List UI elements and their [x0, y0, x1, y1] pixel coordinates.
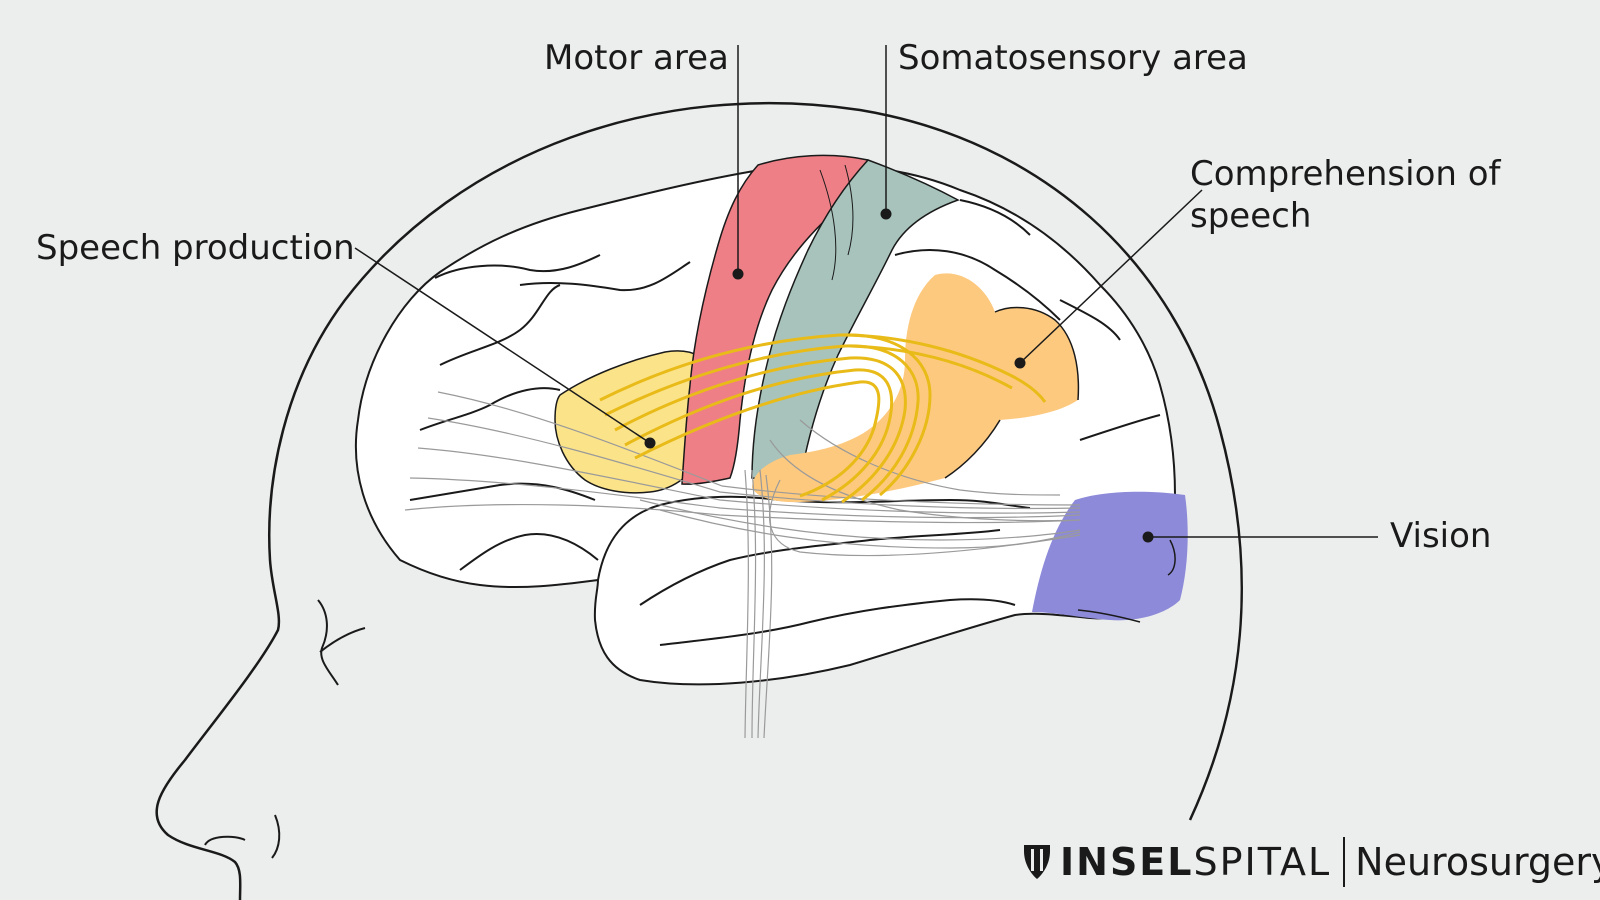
- logo-divider: [1343, 837, 1346, 887]
- frontal-sulcus-5: [409, 482, 596, 501]
- temporal-sulcus: [639, 529, 1001, 606]
- parietal-sulcus-3: [959, 199, 1031, 236]
- vision-label: Vision: [1390, 516, 1492, 556]
- comprehension-marker: [1014, 357, 1026, 369]
- inselspital-mark-icon: [1024, 845, 1050, 879]
- nostril-line: [204, 835, 246, 846]
- nose-wing-line: [271, 814, 281, 859]
- motor-gyrus-line-1: [819, 169, 837, 281]
- comprehension-outline: [944, 306, 1080, 479]
- frontal-sulcus-3: [439, 284, 561, 366]
- speech-production-label: Speech production: [36, 228, 355, 268]
- motor-gyrus-line-2: [844, 164, 854, 256]
- association-fibers: [404, 391, 1081, 739]
- comprehension-leader: [1019, 189, 1203, 364]
- occipital-sulcus: [1079, 414, 1161, 441]
- orbital-gyrus: [459, 533, 599, 571]
- vision-area: [1032, 491, 1188, 621]
- speech-production-leader: [354, 247, 651, 444]
- logo-text-bold: INSEL: [1060, 840, 1194, 884]
- inselspital-logo: INSEL SPITAL Neurosurgery: [1022, 834, 1600, 890]
- motor-area-marker: [732, 268, 744, 280]
- eye-mark: [319, 627, 366, 653]
- comprehension-area: [752, 273, 1079, 503]
- frontal-sulcus-4: [419, 387, 561, 431]
- comprehension-label-line1: Comprehension of: [1190, 154, 1501, 194]
- arcuate-fasciculus: [599, 333, 1047, 504]
- speech-production-marker: [644, 437, 656, 449]
- somatosensory-marker: [880, 208, 892, 220]
- vision-outline: [1077, 539, 1176, 623]
- vision-marker: [1142, 531, 1154, 543]
- temporal-gyrus-lower: [659, 598, 1016, 646]
- head-outline: [155, 101, 1244, 900]
- parietal-sulcus-1: [894, 249, 1061, 321]
- comprehension-label-line2: speech: [1190, 196, 1312, 236]
- frontal-sulcus-2: [519, 261, 691, 292]
- somatosensory-area-label: Somatosensory area: [898, 38, 1248, 78]
- frontal-sulcus-1: [434, 254, 601, 279]
- department-label: Neurosurgery: [1355, 840, 1600, 884]
- logo-text-light: SPITAL: [1193, 840, 1332, 884]
- parietal-sulcus-2: [1059, 299, 1121, 341]
- eyebrow-mark: [317, 599, 339, 686]
- motor-area-label: Motor area: [544, 38, 729, 78]
